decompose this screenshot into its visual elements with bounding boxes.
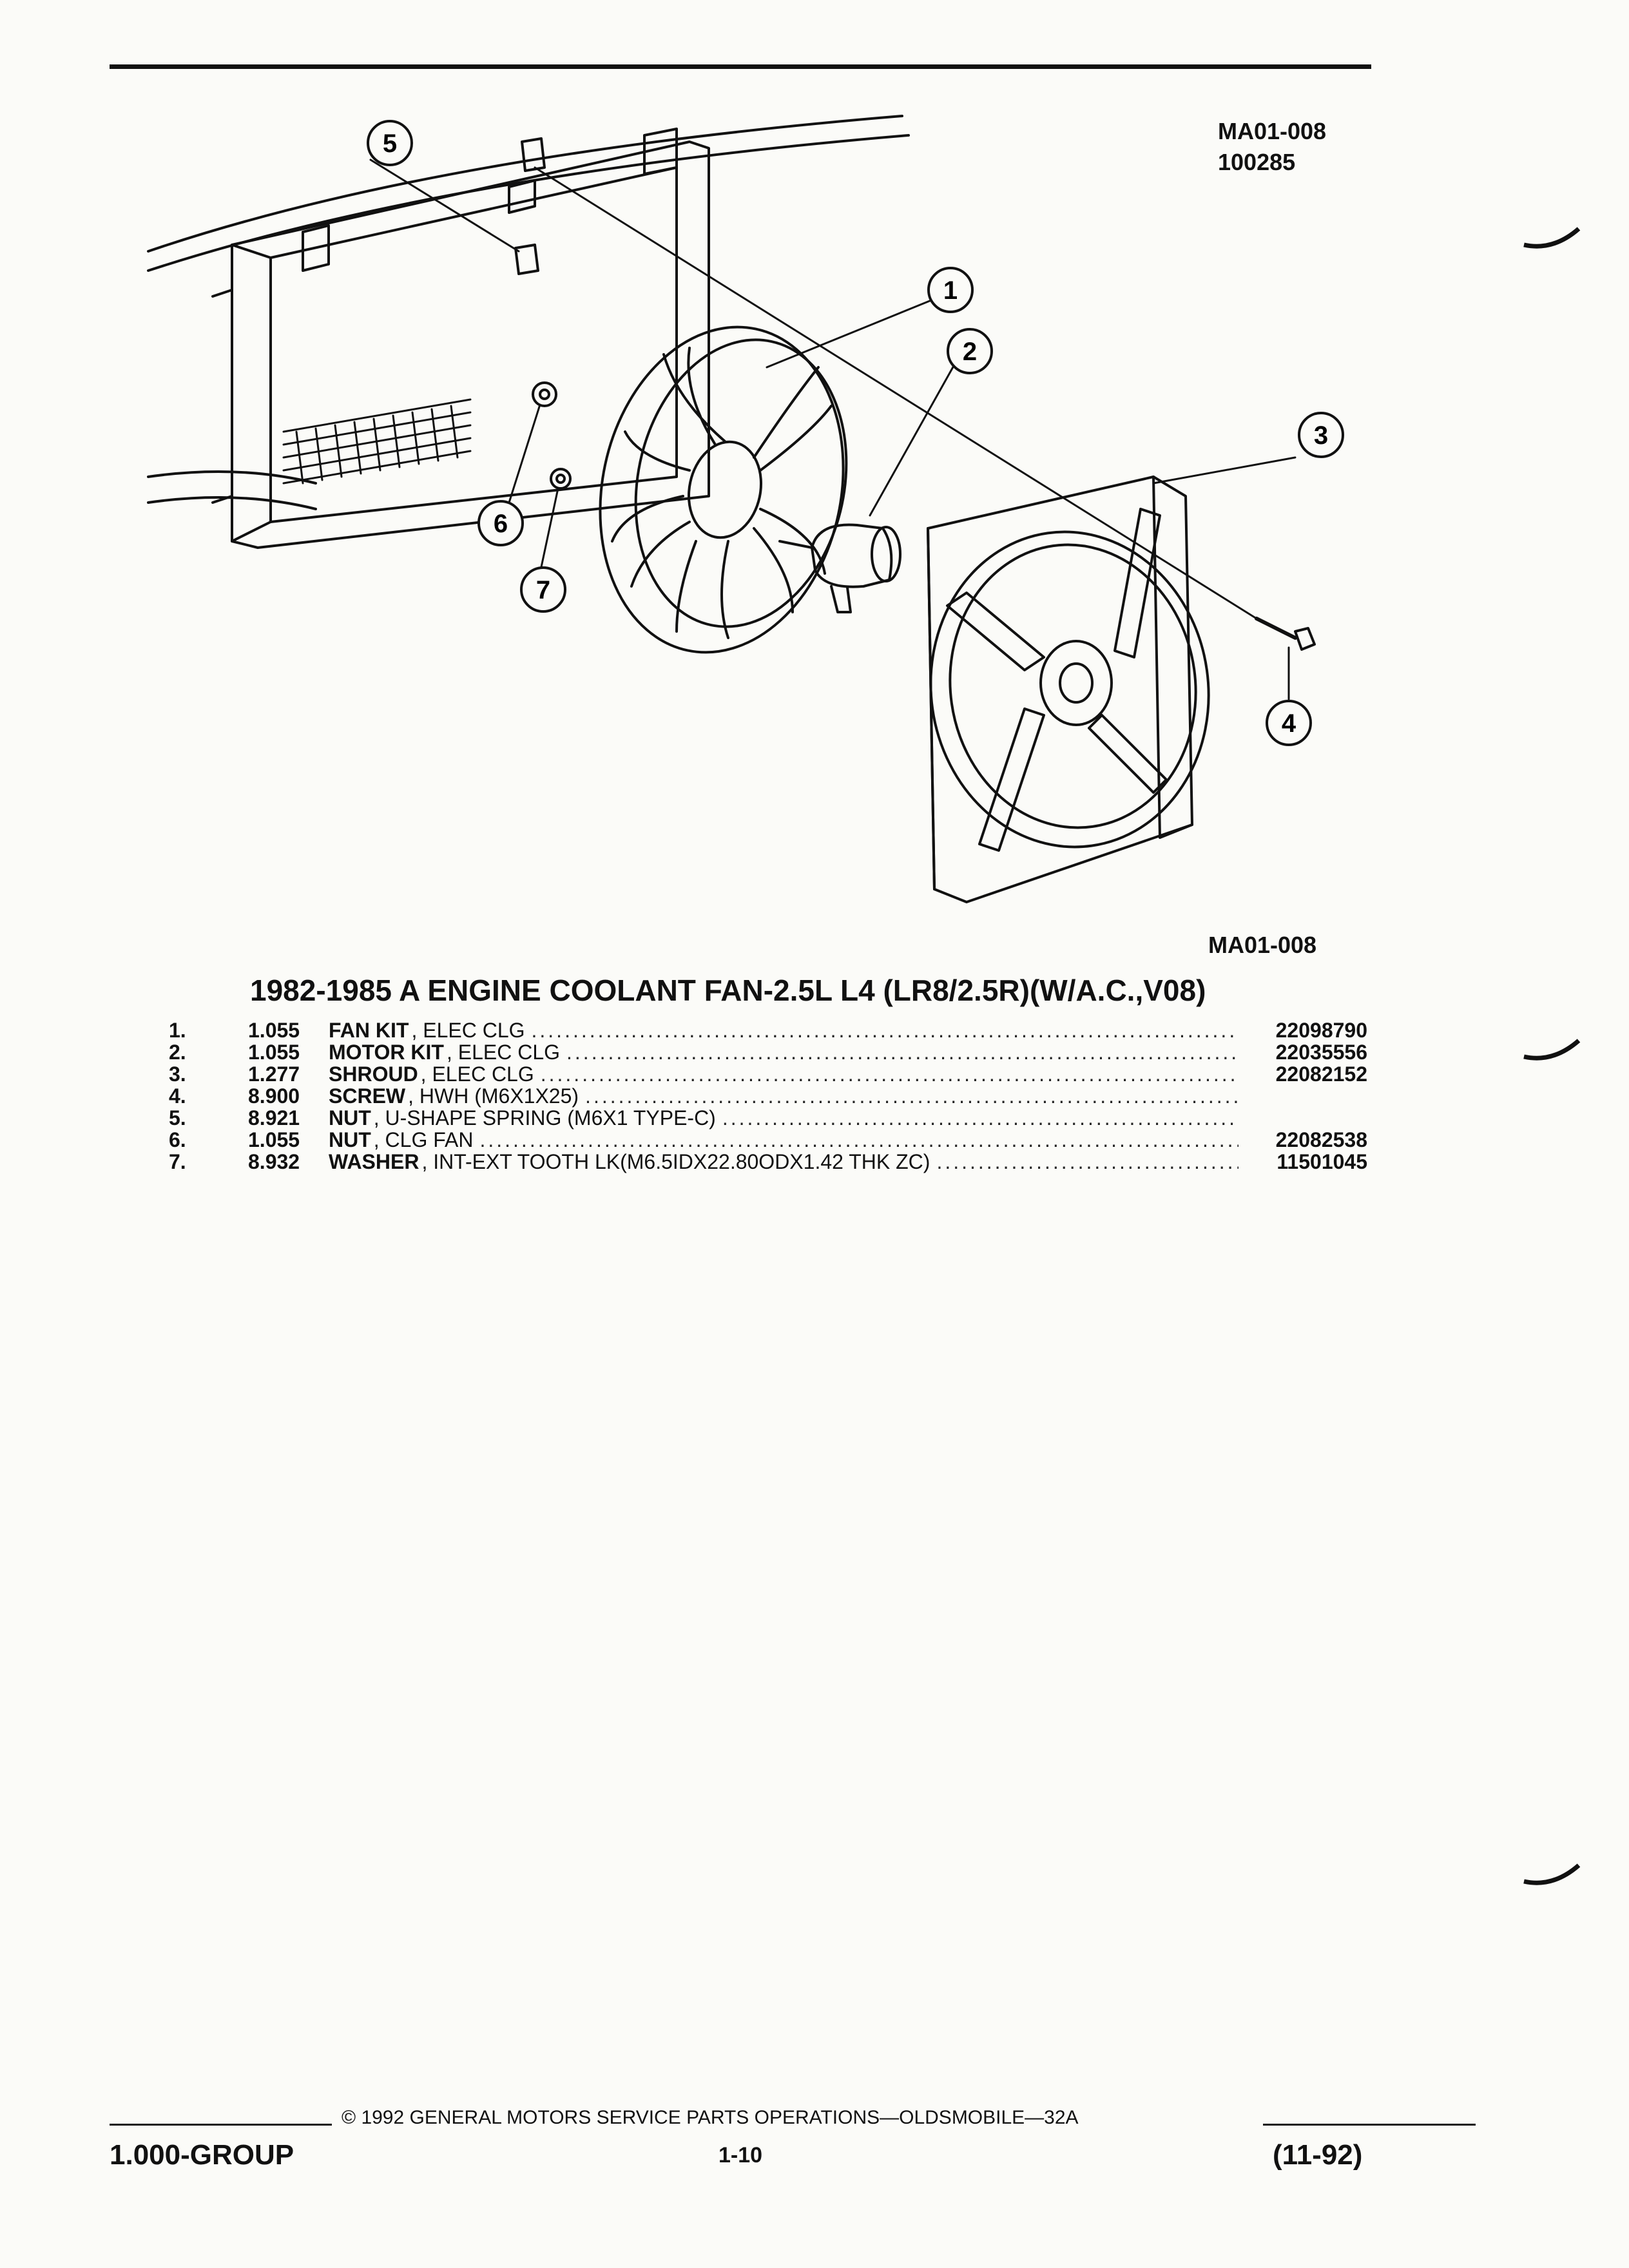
group-label: 1.000-GROUP <box>110 2139 294 2171</box>
u-shape-spring-nut <box>514 137 546 275</box>
parts-row: 2. 1.055 MOTOR KIT , ELEC CLG ..........… <box>169 1041 1367 1064</box>
fan-nut <box>532 381 557 407</box>
leader-dots: ........................................… <box>585 1085 1239 1107</box>
radiator <box>211 128 710 549</box>
callout-5: 5 <box>367 120 413 166</box>
exploded-view-diagram: 5 1 2 3 4 6 7 <box>147 115 1344 903</box>
svg-text:1: 1 <box>943 276 958 305</box>
leader-dots: ........................................… <box>566 1041 1239 1063</box>
callout-1: 1 <box>927 267 974 313</box>
callout-2: 2 <box>947 328 993 374</box>
footer-rule-right <box>1263 2124 1476 2126</box>
body-outline-top-2 <box>147 134 910 272</box>
callout-4: 4 <box>1266 700 1312 746</box>
alignment-line <box>534 166 1258 620</box>
top-rule <box>110 64 1371 69</box>
figure-ref-number: 100285 <box>1218 149 1296 175</box>
figure-ref-code-bottom: MA01-008 <box>1208 932 1317 958</box>
leader-dots: ........................................… <box>531 1019 1239 1041</box>
figure-reference-header: MA01-008 100285 <box>1218 116 1326 178</box>
svg-text:7: 7 <box>536 576 550 604</box>
parts-row: 5. 8.921 NUT , U-SHAPE SPRING (M6X1 TYPE… <box>169 1106 1239 1129</box>
footer-rule-left <box>110 2124 332 2126</box>
parts-row: 1. 1.055 FAN KIT , ELEC CLG ............… <box>169 1019 1367 1042</box>
callout-3: 3 <box>1298 412 1344 458</box>
fan-blade-assembly <box>599 325 848 654</box>
parts-row: 7. 8.932 WASHER , INT-EXT TOOTH LK(M6.5I… <box>169 1150 1367 1173</box>
scan-mark <box>1523 227 1581 249</box>
leader-dots: ........................................… <box>722 1107 1239 1129</box>
scan-mark <box>1523 1039 1581 1061</box>
page-number: 1-10 <box>718 2143 763 2167</box>
svg-text:2: 2 <box>963 338 977 366</box>
parts-list: 1. 1.055 FAN KIT , ELEC CLG ............… <box>169 1019 1367 1173</box>
leader-dots: ........................................… <box>540 1063 1239 1085</box>
footer-copyright-line: © 1992 GENERAL MOTORS SERVICE PARTS OPER… <box>110 2107 1476 2133</box>
body-outline-lower-2 <box>147 496 317 510</box>
callout-7: 7 <box>520 566 566 613</box>
shroud-screw <box>1255 617 1316 651</box>
body-outline-top <box>147 115 903 253</box>
revision-date: (11-92) <box>1273 2139 1363 2171</box>
fan-shroud <box>927 476 1210 903</box>
svg-text:6: 6 <box>494 510 508 538</box>
copyright-text: © 1992 GENERAL MOTORS SERVICE PARTS OPER… <box>342 2107 1079 2128</box>
figure-ref-code: MA01-008 <box>1218 118 1327 144</box>
fan-motor <box>778 523 901 613</box>
parts-row: 4. 8.900 SCREW , HWH (M6X1X25) .........… <box>169 1084 1239 1108</box>
svg-text:5: 5 <box>383 130 397 158</box>
scan-mark <box>1523 1863 1581 1885</box>
section-title: 1982-1985 A ENGINE COOLANT FAN-2.5L L4 (… <box>250 974 1206 1007</box>
callout-6: 6 <box>477 500 524 546</box>
svg-text:3: 3 <box>1314 421 1328 450</box>
body-outline-lower <box>147 470 317 485</box>
parts-row: 6. 1.055 NUT , CLG FAN .................… <box>169 1128 1367 1151</box>
leader-dots: ........................................… <box>936 1151 1239 1173</box>
parts-row: 3. 1.277 SHROUD , ELEC CLG .............… <box>169 1062 1367 1086</box>
tooth-washer <box>550 468 572 490</box>
svg-text:4: 4 <box>1282 709 1296 738</box>
leader-dots: ........................................… <box>479 1129 1239 1151</box>
